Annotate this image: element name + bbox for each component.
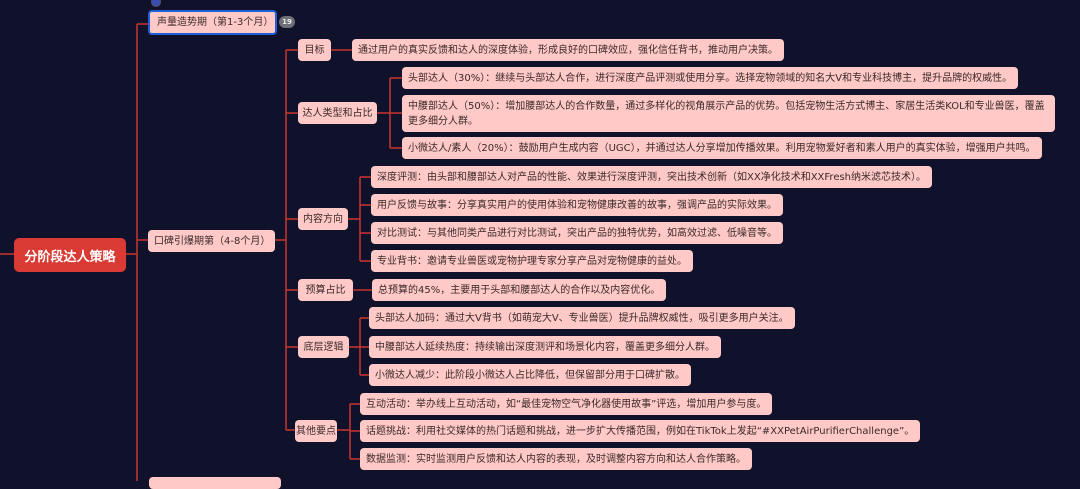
logic-item[interactable]: 中腰部达人延续热度：持续输出深度测评和场景化内容，覆盖更多细分人群。 xyxy=(369,336,721,358)
content-text: 对比测试：与其他同类产品进行对比测试，突出产品的独特优势，如高效过滤、低噪音等。 xyxy=(377,228,777,239)
kol-type-item[interactable]: 头部达人（30%）：继续与头部达人合作，进行深度产品评测或使用分享。选择宠物领域… xyxy=(402,67,1019,89)
content-text: 专业背书：邀请专业兽医或宠物护理专家分享产品对宠物健康的益处。 xyxy=(377,256,687,267)
badge-count: 19 xyxy=(282,18,292,26)
logic-node[interactable]: 底层逻辑 xyxy=(298,336,349,358)
phase3-node-partial[interactable] xyxy=(149,477,281,489)
content-item[interactable]: 用户反馈与故事：分享真实用户的使用体验和宠物健康改善的故事，强调产品的实际效果。 xyxy=(371,194,783,216)
logic-text: 中腰部达人延续热度：持续输出深度测评和场景化内容，覆盖更多细分人群。 xyxy=(375,342,715,353)
others-label: 其他要点 xyxy=(296,426,336,437)
others-text: 互动活动：举办线上互动活动，如“最佳宠物空气净化器使用故事”评选，增加用户参与度… xyxy=(366,399,767,410)
phase2-node[interactable]: 口碑引爆期第（4-8个月） xyxy=(148,230,275,252)
logic-text: 头部达人加码：通过大V背书（如萌宠大V、专业兽医）提升品牌权威性，吸引更多用户关… xyxy=(375,313,789,324)
phase1-label: 声量造势期（第1-3个月） xyxy=(157,17,274,28)
others-text: 话题挑战：利用社交媒体的热门话题和挑战，进一步扩大传播范围，例如在TikTok上… xyxy=(366,426,915,437)
kol-type-item[interactable]: 小微达人/素人（20%）：鼓励用户生成内容（UGC），并通过达人分享增加传播效果… xyxy=(402,137,1042,159)
others-text: 数据监测：实时监测用户反馈和达人内容的表现，及时调整内容方向和达人合作策略。 xyxy=(366,454,746,465)
content-text: 用户反馈与故事：分享真实用户的使用体验和宠物健康改善的故事，强调产品的实际效果。 xyxy=(377,200,777,211)
kol-type-text: 中腰部达人（50%）：增加腰部达人的合作数量，通过多样化的视角展示产品的优势。包… xyxy=(408,101,1045,127)
others-item[interactable]: 话题挑战：利用社交媒体的热门话题和挑战，进一步扩大传播范围，例如在TikTok上… xyxy=(360,420,921,442)
content-item[interactable]: 专业背书：邀请专业兽医或宠物护理专家分享产品对宠物健康的益处。 xyxy=(371,250,693,272)
kol-types-node[interactable]: 达人类型和占比 xyxy=(298,102,377,124)
content-direction-node[interactable]: 内容方向 xyxy=(298,208,348,230)
logic-item[interactable]: 头部达人加码：通过大V背书（如萌宠大V、专业兽医）提升品牌权威性，吸引更多用户关… xyxy=(369,307,795,329)
content-direction-label: 内容方向 xyxy=(303,214,343,225)
phase1-node[interactable]: 声量造势期（第1-3个月） xyxy=(148,10,277,35)
logic-label: 底层逻辑 xyxy=(303,342,344,353)
logic-text: 小微达人减少：此阶段小微达人占比降低，但保留部分用于口碑扩散。 xyxy=(375,370,685,381)
budget-text: 总预算的45%，主要用于头部和腰部达人的合作以及内容优化。 xyxy=(378,285,661,296)
goal-node[interactable]: 目标 xyxy=(298,39,331,61)
budget-node[interactable]: 预算占比 xyxy=(298,279,353,301)
others-node[interactable]: 其他要点 xyxy=(295,420,337,442)
content-item[interactable]: 深度评测：由头部和腰部达人对产品的性能、效果进行深度评测，突出技术创新（如XX净… xyxy=(371,166,933,188)
others-item[interactable]: 互动活动：举办线上互动活动，如“最佳宠物空气净化器使用故事”评选，增加用户参与度… xyxy=(360,393,773,415)
goal-label: 目标 xyxy=(304,45,325,56)
budget-text-node[interactable]: 总预算的45%，主要用于头部和腰部达人的合作以及内容优化。 xyxy=(372,279,667,301)
collapsed-count-badge[interactable]: 19 xyxy=(279,16,295,28)
root-node[interactable]: 分阶段达人策略 xyxy=(14,238,126,272)
root-label: 分阶段达人策略 xyxy=(24,249,116,265)
content-text: 深度评测：由头部和腰部达人对产品的性能、效果进行深度评测，突出技术创新（如XX净… xyxy=(377,172,927,183)
content-item[interactable]: 对比测试：与其他同类产品进行对比测试，突出产品的独特优势，如高效过滤、低噪音等。 xyxy=(371,222,783,244)
kol-types-label: 达人类型和占比 xyxy=(302,108,373,119)
kol-type-text: 头部达人（30%）：继续与头部达人合作，进行深度产品评测或使用分享。选择宠物领域… xyxy=(408,73,1013,84)
phase2-label: 口碑引爆期第（4-8个月） xyxy=(154,236,271,247)
budget-label: 预算占比 xyxy=(305,285,346,296)
drag-handle-icon[interactable] xyxy=(151,0,161,7)
kol-type-item[interactable]: 中腰部达人（50%）：增加腰部达人的合作数量，通过多样化的视角展示产品的优势。包… xyxy=(402,95,1055,132)
logic-item[interactable]: 小微达人减少：此阶段小微达人占比降低，但保留部分用于口碑扩散。 xyxy=(369,364,691,386)
others-item[interactable]: 数据监测：实时监测用户反馈和达人内容的表现，及时调整内容方向和达人合作策略。 xyxy=(360,448,752,470)
goal-text: 通过用户的真实反馈和达人的深度体验，形成良好的口碑效应，强化信任背书，推动用户决… xyxy=(358,45,778,56)
goal-text-node[interactable]: 通过用户的真实反馈和达人的深度体验，形成良好的口碑效应，强化信任背书，推动用户决… xyxy=(352,39,784,61)
kol-type-text: 小微达人/素人（20%）：鼓励用户生成内容（UGC），并通过达人分享增加传播效果… xyxy=(408,143,1036,154)
